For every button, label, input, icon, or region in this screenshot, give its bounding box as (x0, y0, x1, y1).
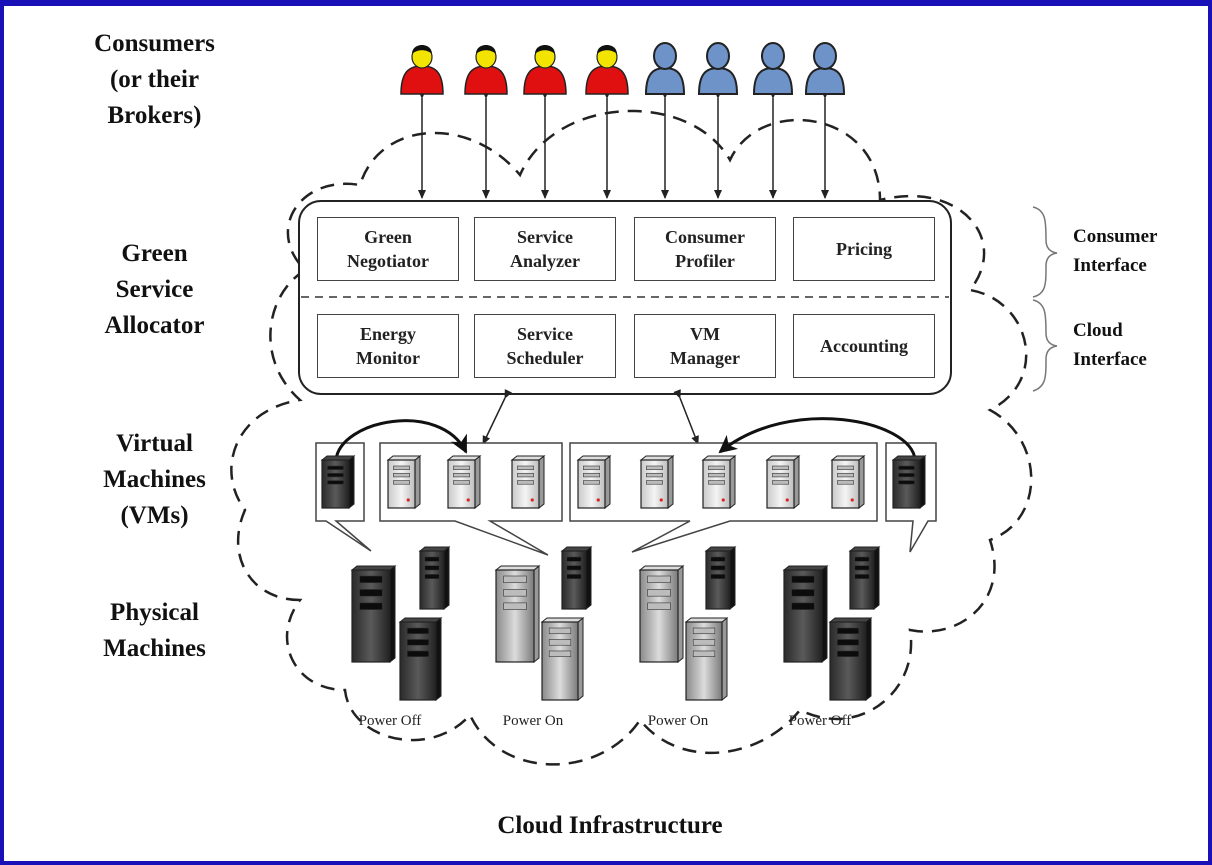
cloud-outline (230, 109, 1033, 766)
green-negotiator-box: Green Negotiator (317, 217, 459, 281)
vm-server-icon (510, 454, 546, 510)
vm-server-icon (576, 454, 612, 510)
vm-manager-box: VM Manager (634, 314, 776, 378)
service-analyzer-box: Service Analyzer (474, 217, 616, 281)
physical-server-icon (782, 564, 829, 664)
physical-server-icon (848, 545, 881, 611)
interface-brackets (1032, 206, 1058, 392)
power-state-label: Power On (502, 713, 564, 729)
power-state-label: Power On (647, 713, 709, 729)
cloud-infrastructure-label: Cloud Infrastructure (497, 812, 723, 839)
allocator-vm-arrows (482, 389, 699, 445)
red-consumer-icon (585, 45, 629, 95)
red-consumer-icon (400, 45, 444, 95)
migration-arrows (334, 417, 917, 461)
blue-consumer-icon (697, 42, 739, 95)
physical-server-icon (560, 545, 593, 611)
pricing-box: Pricing (793, 217, 935, 281)
blue-consumer-icon (752, 42, 794, 95)
vm-server-icon (639, 454, 675, 510)
blue-consumer-icon (644, 42, 686, 95)
cloud-interface-label: Cloud Interface (1073, 320, 1147, 370)
blue-consumer-icon (804, 42, 846, 95)
service-scheduler-box: Service Scheduler (474, 314, 616, 378)
physical-server-icon (540, 616, 585, 702)
physical-server-icon (638, 564, 685, 664)
vm-server-icon (320, 454, 356, 510)
power-state-label: Power Off (358, 713, 422, 729)
power-state-label: Power Off (788, 713, 852, 729)
physical-server-icon (494, 564, 541, 664)
physical-server-icon (684, 616, 729, 702)
consumer-interface-label: Consumer Interface (1073, 226, 1158, 276)
red-consumer-icon (464, 45, 508, 95)
physical-server-icon (418, 545, 451, 611)
vm-server-icon (830, 454, 866, 510)
vm-server-icon (891, 454, 927, 510)
consumer-profiler-box: Consumer Profiler (634, 217, 776, 281)
energy-monitor-box: Energy Monitor (317, 314, 459, 378)
physical-server-icon (704, 545, 737, 611)
physical-server-icon (398, 616, 443, 702)
consumer-arrows (418, 90, 829, 199)
vm-server-icon (386, 454, 422, 510)
vm-server-icon (446, 454, 482, 510)
physical-server-icon (828, 616, 873, 702)
vm-server-icon (701, 454, 737, 510)
green-service-allocator-label: Green Service Allocator (104, 240, 205, 339)
vm-server-icon (765, 454, 801, 510)
red-consumer-icon (523, 45, 567, 95)
accounting-box: Accounting (793, 314, 935, 378)
consumers-label: Consumers (or their Brokers) (94, 30, 215, 129)
physical-server-icon (350, 564, 397, 664)
physical-machines-label: Physical Machines (103, 599, 206, 662)
virtual-machines-label: Virtual Machines (VMs) (103, 430, 206, 529)
